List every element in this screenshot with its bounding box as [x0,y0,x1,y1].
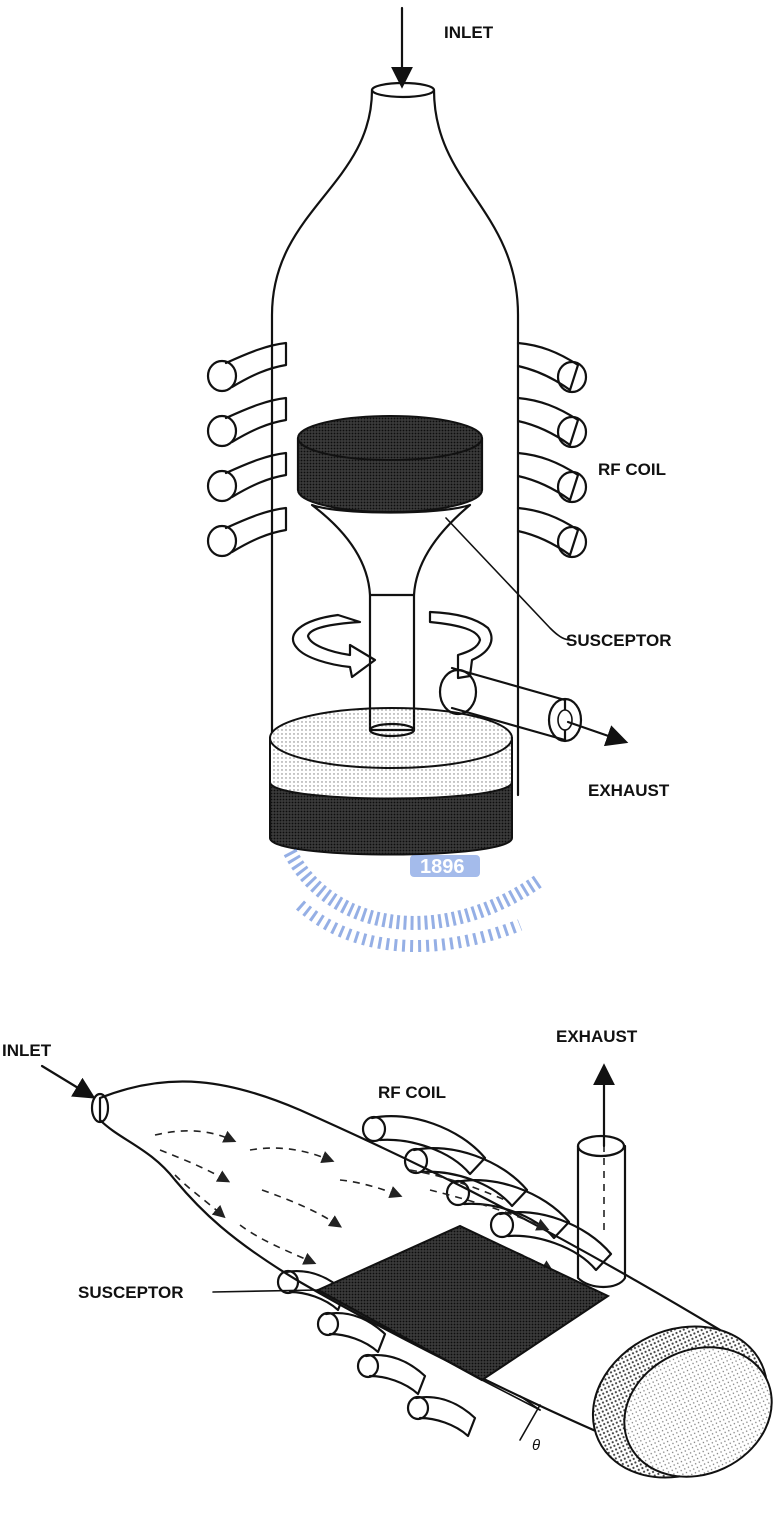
bottom-susceptor-label: SUSCEPTOR [78,1283,184,1302]
tube-end-cap [568,1299,773,1506]
susceptor-top [298,416,482,736]
bottom-exhaust-label: EXHAUST [556,1027,638,1046]
top-rf-coil-label: RF COIL [598,460,666,479]
watermark-seal: 1896 [290,852,540,946]
top-exhaust-label: EXHAUST [588,781,670,800]
bottom-inlet-label: INLET [2,1041,52,1060]
rf-coil-right [518,343,586,557]
rotation-arrow [293,612,492,678]
angle-label: θ [532,1437,540,1454]
bottom-susceptor-leader [213,1290,318,1292]
top-inlet-label: INLET [444,23,494,42]
inlet-arrow-bottom [42,1066,88,1094]
exhaust-chimney [578,1072,625,1287]
horizontal-reactor-figure: INLET [2,1027,773,1505]
top-susceptor-label: SUSCEPTOR [566,631,672,650]
rf-coil-left [208,343,286,556]
vertical-reactor-figure: INLET [208,8,672,855]
susceptor-leader [446,518,572,640]
watermark-year: 1896 [420,856,465,878]
bottom-rf-coil-label: RF COIL [378,1083,446,1102]
